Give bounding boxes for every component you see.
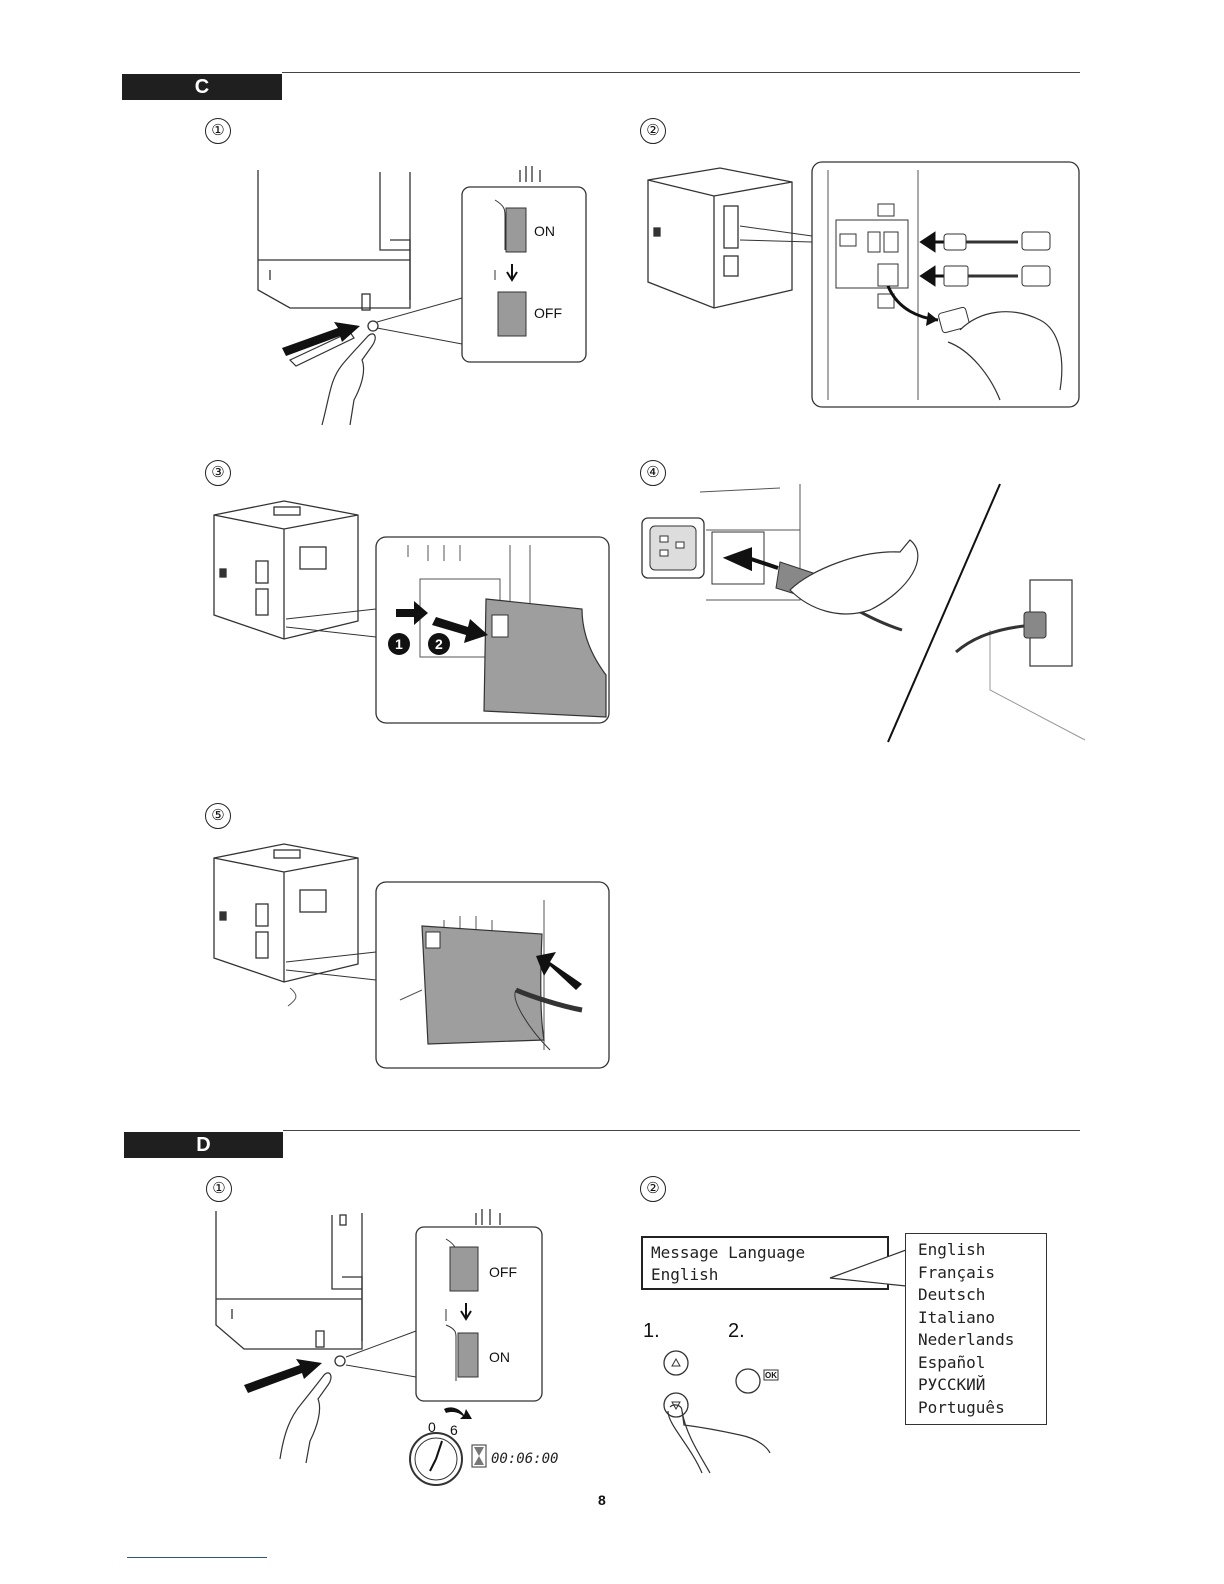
language-option[interactable]: Deutsch: [918, 1284, 1046, 1307]
usb-icon: [878, 204, 894, 216]
illustration-c4-unplug-power: [640, 480, 1085, 750]
callout-2-label: 2: [435, 636, 443, 652]
illustration-d1-power-on: OFF ON 0 6 00:06:00: [210, 1205, 570, 1495]
illustration-c1-power-off: ON OFF: [250, 160, 595, 425]
language-options-list: English Français Deutsch Italiano Nederl…: [905, 1233, 1047, 1425]
footer-rule: [127, 1557, 267, 1558]
ok-key-label: OK: [765, 1371, 777, 1380]
language-option[interactable]: Français: [918, 1262, 1046, 1285]
up-arrow-key-icon[interactable]: [664, 1351, 688, 1375]
switch-on-label: ON: [534, 223, 555, 239]
timer-start-label: 0: [428, 1419, 436, 1435]
stopwatch-icon: [410, 1407, 472, 1485]
language-option[interactable]: РУССКИЙ: [918, 1374, 1046, 1397]
switch-off-label-d: OFF: [489, 1264, 517, 1280]
power-socket-icon: [650, 526, 696, 570]
switch-on-label-d: ON: [489, 1349, 510, 1365]
ok-key-icon[interactable]: OK: [736, 1369, 778, 1393]
illustration-c3-remove-cover: 1 2: [210, 497, 615, 729]
section-c-rule: [282, 72, 1080, 73]
section-c-letter: C: [195, 76, 209, 98]
section-c-header: C: [122, 74, 282, 100]
switch-off-label: OFF: [534, 305, 562, 321]
step-c1-number: ①: [205, 118, 231, 144]
language-option[interactable]: Italiano: [918, 1307, 1046, 1330]
language-option[interactable]: Nederlands: [918, 1329, 1046, 1352]
lcd-callout-pointer: [820, 1248, 910, 1288]
hourglass-icon: [472, 1445, 486, 1467]
section-d-header: D: [124, 1132, 283, 1158]
key-step-1-label: 1.: [643, 1320, 660, 1343]
callout-1-label: 1: [395, 636, 403, 652]
step-d2-number: ②: [640, 1176, 666, 1202]
illustration-c2-disconnect-cables: [640, 160, 1085, 410]
section-d-letter: D: [196, 1134, 210, 1156]
section-d-rule: [283, 1130, 1080, 1131]
step-c3-number: ③: [205, 460, 231, 486]
page-number: 8: [598, 1492, 606, 1508]
illustration-d2-keys: OK: [640, 1345, 800, 1475]
timer-readout: 00:06:00: [491, 1451, 558, 1467]
step-d1-number: ①: [206, 1176, 232, 1202]
illustration-c5-attach-cover: [210, 840, 615, 1072]
language-option[interactable]: Español: [918, 1352, 1046, 1375]
step-c5-number: ⑤: [205, 803, 231, 829]
step-c2-number: ②: [640, 118, 666, 144]
timer-end-label: 6: [450, 1422, 458, 1438]
language-option[interactable]: English: [918, 1239, 1046, 1262]
network-icon: [878, 294, 894, 308]
key-step-2-label: 2.: [728, 1320, 745, 1343]
language-option[interactable]: Português: [918, 1397, 1046, 1420]
